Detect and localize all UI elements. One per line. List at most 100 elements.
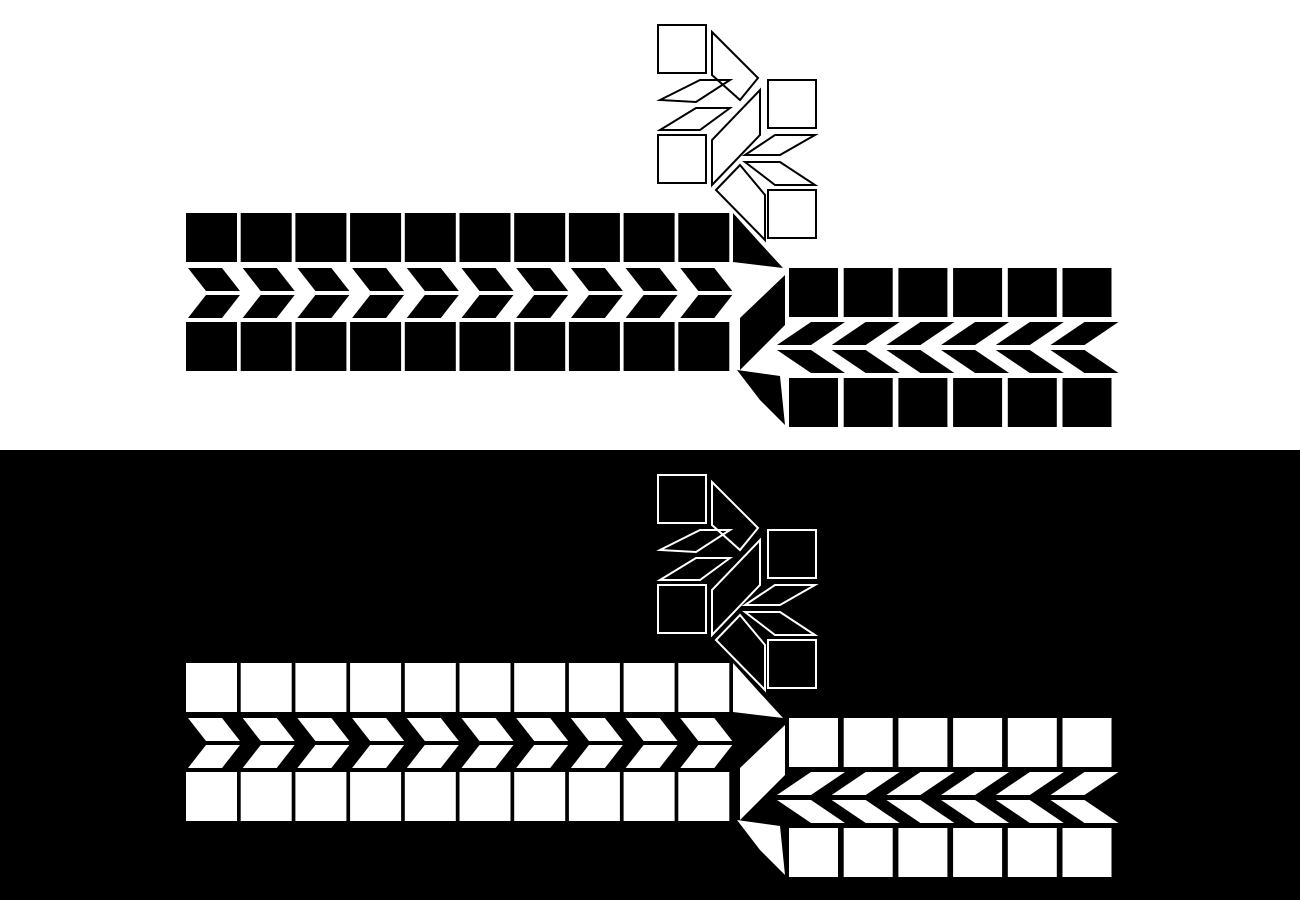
right-band-chevron-upper <box>941 322 1010 345</box>
left-band-bottom-square <box>459 772 511 821</box>
outline-parallelogram <box>656 529 734 554</box>
outline-cluster <box>656 24 819 243</box>
outline-parallelogram <box>742 161 819 186</box>
left-band-chevron-upper <box>625 718 678 741</box>
left-band-chevron-lower <box>516 295 569 318</box>
left-band-chevron-lower <box>570 295 623 318</box>
right-band-bottom-square <box>789 828 838 877</box>
left-band-chevron-lower <box>625 295 678 318</box>
right-band-chevron-upper <box>886 772 955 795</box>
left-band-arrowhead-top <box>733 663 783 718</box>
left-band-bottom-square <box>186 322 237 371</box>
left-band-arrowhead-join <box>740 725 785 820</box>
left-band-top-square <box>623 213 675 262</box>
right-band-chevron-lower <box>1050 800 1119 823</box>
right-band-chevron-upper <box>995 322 1064 345</box>
left-band-top-square <box>404 663 456 712</box>
right-band-top-square <box>789 268 838 317</box>
right-band-chevron-lower <box>1050 350 1119 373</box>
right-band-top-square <box>898 718 948 767</box>
left-band-top-square <box>623 663 675 712</box>
left-band-bottom-square <box>404 322 456 371</box>
left-band-bottom-square <box>240 322 292 371</box>
left-band-chevron-lower <box>461 745 514 768</box>
right-band-top-square <box>1007 718 1057 767</box>
left-band-chevron-upper <box>406 268 459 291</box>
left-band-bottom-square <box>350 772 402 821</box>
left-band-chevron-lower <box>406 745 459 768</box>
outline-cluster <box>656 474 819 693</box>
right-band-chevron-upper <box>777 322 845 345</box>
outline-square <box>767 529 817 579</box>
left-band-chevron-lower <box>188 295 240 318</box>
right-band-bottom-square <box>1062 378 1112 427</box>
left-band-chevron-lower <box>680 745 733 768</box>
right-band-bottom-square <box>898 828 948 877</box>
left-band-top-square <box>295 663 347 712</box>
outline-square <box>657 474 707 524</box>
left-band-chevron-upper <box>516 268 569 291</box>
right-band-bottom-square <box>953 828 1003 877</box>
right-band-chevron-upper <box>1050 772 1119 795</box>
right-band-chevron-lower <box>886 800 955 823</box>
left-band-top-square <box>295 213 347 262</box>
right-band-chevron-lower <box>831 800 900 823</box>
left-band-bottom-square <box>240 772 292 821</box>
right-band-arrowhead-bottom <box>737 370 785 425</box>
left-band-chevron-upper <box>352 718 405 741</box>
right-band-top-square <box>789 718 838 767</box>
left-band-bottom-square <box>186 772 237 821</box>
outline-square <box>767 79 817 129</box>
left-band-chevron-upper <box>625 268 678 291</box>
left-band-chevron-upper <box>406 718 459 741</box>
left-band-top-square <box>240 663 292 712</box>
outline-parallelogram <box>741 134 819 156</box>
outline-square <box>657 24 707 74</box>
right-band-chevron-lower <box>777 800 845 823</box>
outline-diamond <box>711 537 761 638</box>
left-band-chevron-upper <box>297 268 350 291</box>
outline-diamond <box>714 163 766 243</box>
left-band-top-square <box>186 663 237 712</box>
left-band-top-square <box>514 213 566 262</box>
left-band-bottom-square <box>678 322 730 371</box>
left-band-chevron-lower <box>352 745 405 768</box>
left-band-chevron-upper <box>188 718 240 741</box>
right-band-chevron-lower <box>831 350 900 373</box>
left-band-chevron-upper <box>570 718 623 741</box>
left-band-top-square <box>240 213 292 262</box>
left-band-bottom-square <box>514 772 566 821</box>
left-band-arrowhead-top <box>733 213 783 268</box>
top-artwork <box>186 24 1119 427</box>
right-band-top-square <box>1062 718 1112 767</box>
left-band-chevron-upper <box>680 718 733 741</box>
right-band-chevron-upper <box>995 772 1064 795</box>
left-band-chevron-lower <box>188 745 240 768</box>
left-band-chevron-upper <box>242 718 295 741</box>
left-band-bottom-square <box>404 772 456 821</box>
right-band-arrowhead-bottom <box>737 820 785 875</box>
left-band-chevron-lower <box>570 745 623 768</box>
right-band-bottom-square <box>1062 828 1112 877</box>
outline-parallelogram <box>742 611 819 636</box>
left-band-chevron-upper <box>461 268 514 291</box>
left-band-chevron-lower <box>352 295 405 318</box>
outline-square <box>657 134 707 184</box>
left-band-chevron-lower <box>406 295 459 318</box>
right-band-top-square <box>1007 268 1057 317</box>
right-band-chevron-upper <box>777 772 845 795</box>
outline-parallelogram <box>741 584 819 606</box>
right-band-bottom-square <box>843 378 893 427</box>
bottom-panel <box>0 450 1300 900</box>
left-band-arrowhead-join <box>740 275 785 370</box>
right-band-chevron-upper <box>831 322 900 345</box>
outline-diamond <box>711 87 761 188</box>
outline-square <box>767 189 817 239</box>
right-band-chevron-upper <box>1050 322 1119 345</box>
left-band-top-square <box>350 213 402 262</box>
bottom-artwork <box>0 450 1300 900</box>
outline-diamond <box>714 613 766 693</box>
left-band-bottom-square <box>295 322 347 371</box>
left-band-chevron-lower <box>516 745 569 768</box>
right-band-bottom-square <box>953 378 1003 427</box>
